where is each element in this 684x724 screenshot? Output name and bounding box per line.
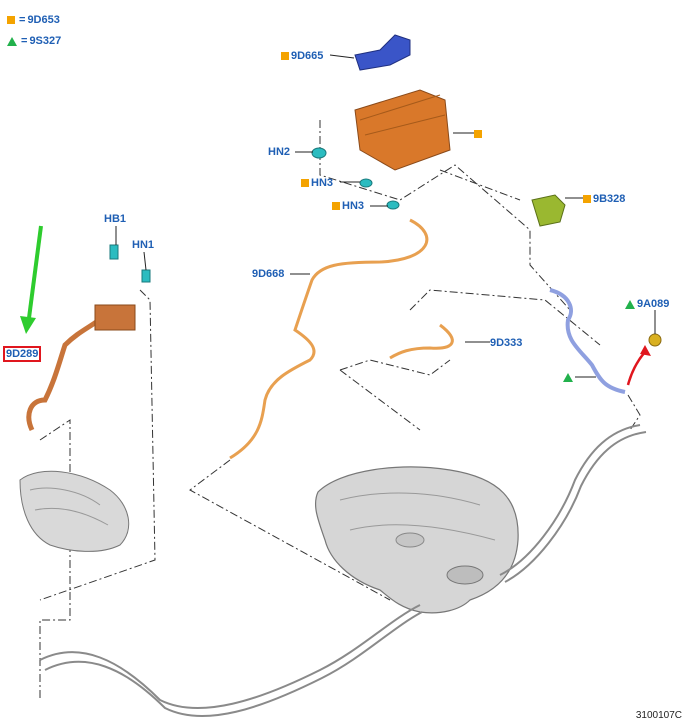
orange-square-icon [301, 179, 309, 188]
charcoal-canister [354, 89, 451, 171]
label-hn3-a: HN3 [301, 177, 333, 189]
purge-valve [531, 194, 566, 227]
label-9d289: 9D289 [3, 346, 42, 362]
red-arrow-head [640, 345, 651, 356]
label-9d668: 9D668 [252, 268, 285, 280]
orange-square-icon [332, 202, 340, 211]
label-leaders [115, 54, 656, 378]
green-arrow-head [20, 316, 36, 334]
orange-square-icon [474, 130, 482, 139]
intake-manifold [19, 470, 130, 552]
marker-canister [474, 128, 484, 140]
label-9d665: 9D665 [281, 50, 323, 62]
label-9d333: 9D333 [490, 337, 523, 349]
hose-9d333 [389, 323, 454, 360]
marker-blue-tube [563, 371, 575, 383]
red-arrow [626, 351, 646, 386]
blue-tube [549, 288, 626, 394]
orange-square-icon [583, 195, 591, 204]
label-hn2: HN2 [268, 146, 291, 158]
label-hn3-b: HN3 [332, 200, 364, 212]
legend-item-9d653: =9D653 [7, 14, 60, 26]
fuel-tank [314, 466, 519, 614]
label-9a089: 9A089 [625, 298, 669, 310]
orange-square-icon [281, 52, 289, 61]
green-triangle-icon [7, 36, 17, 46]
orange-square-icon [7, 16, 15, 25]
label-hn1: HN1 [132, 239, 155, 251]
green-triangle-icon [625, 299, 635, 309]
label-hb1: HB1 [104, 213, 127, 225]
leader-lines [39, 120, 641, 700]
legend-item-9s327: =9S327 [7, 35, 61, 47]
hose-9d289 [26, 304, 136, 432]
hose-9d668 [229, 218, 429, 460]
green-triangle-icon [563, 372, 573, 382]
canister-bracket [354, 34, 411, 71]
green-arrow [27, 225, 43, 319]
clips [109, 147, 400, 283]
cap-9a089 [648, 333, 662, 347]
label-9b328: 9B328 [583, 193, 625, 205]
fuel-lines [39, 424, 647, 718]
figure-id: 3100107C [635, 710, 682, 721]
